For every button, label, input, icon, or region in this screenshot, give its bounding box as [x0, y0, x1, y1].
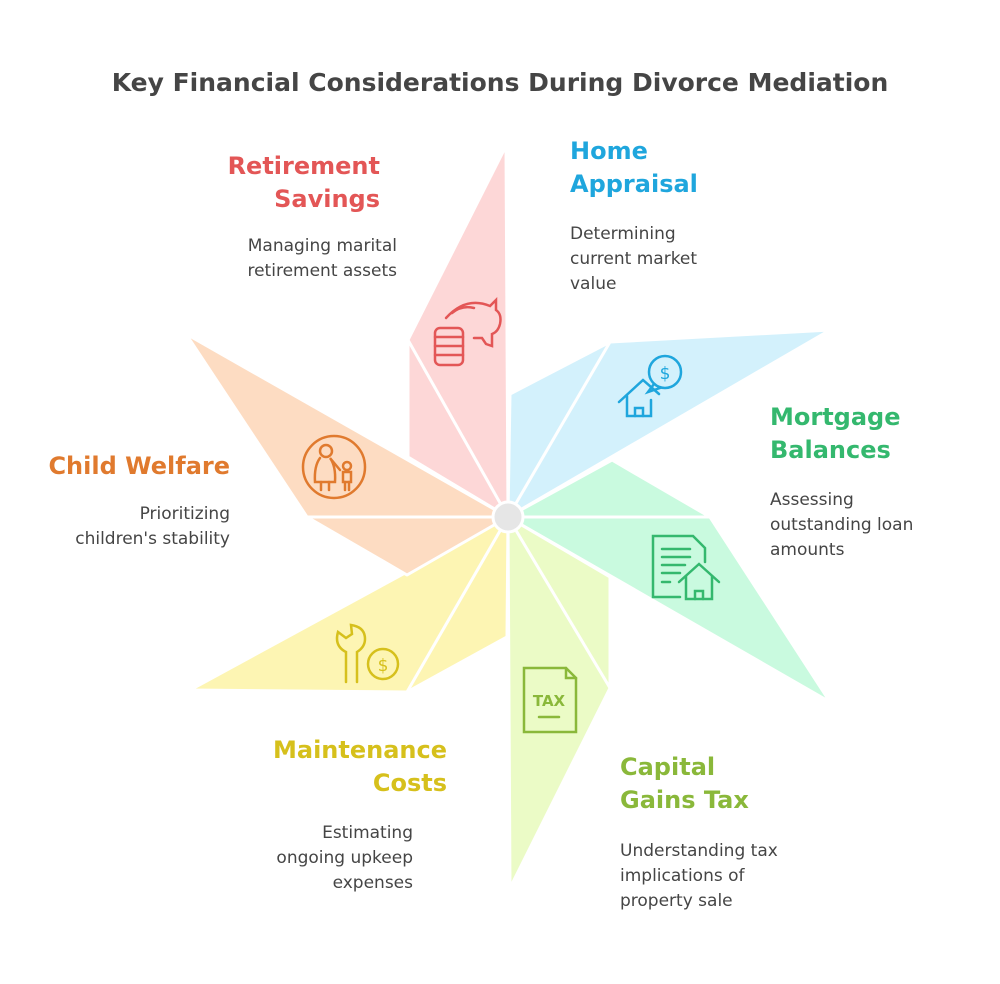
heading-line: Balances [770, 436, 891, 464]
crease-line [406, 339, 510, 518]
description-line: ongoing upkeep [276, 848, 413, 868]
piggy-bank-coins-icon [433, 296, 502, 367]
svg-text:$: $ [378, 656, 389, 676]
heading-capital-gains-tax: Capital Gains Tax [620, 751, 749, 817]
description-line: children's stability [75, 529, 230, 549]
document-house-icon [651, 534, 721, 601]
heading-maintenance-costs: Maintenance Costs [273, 734, 447, 800]
heading-line: Appraisal [570, 170, 698, 198]
heading-line: Maintenance [272, 736, 447, 764]
heading-line: Retirement [227, 152, 380, 180]
description-line: retirement assets [247, 261, 397, 281]
heading-home-appraisal: Home Appraisal [570, 135, 698, 201]
description-line: amounts [770, 540, 845, 560]
heading-line: Costs [372, 769, 447, 797]
heading-line: Savings [274, 185, 380, 213]
parent-child-icon [301, 434, 367, 500]
diagram-title: Key Financial Considerations During Divo… [111, 68, 889, 97]
heading-mortgage-balances: Mortgage Balances [770, 401, 901, 467]
svg-text:TAX: TAX [533, 692, 566, 710]
description-capital-gains-tax: Understanding tax implications of proper… [620, 839, 778, 914]
heading-line: Mortgage [770, 403, 901, 431]
crease-line [506, 341, 612, 518]
heading-line: Capital [620, 753, 716, 781]
heading-child-welfare: Child Welfare [48, 450, 230, 483]
description-maintenance-costs: Estimating ongoing upkeep expenses [276, 821, 413, 896]
house-dollar-icon: $ [617, 354, 683, 418]
description-mortgage-balances: Assessing outstanding loan amounts [770, 488, 913, 563]
description-line: Estimating [322, 823, 413, 843]
description-line: value [570, 274, 617, 294]
heading-line: Child Welfare [48, 452, 230, 480]
description-line: property sale [620, 891, 733, 911]
heading-line: Home [570, 137, 648, 165]
description-line: expenses [332, 873, 413, 893]
heading-retirement-savings: Retirement Savings [228, 150, 380, 216]
crease-line [506, 516, 612, 689]
description-line: outstanding loan [770, 515, 914, 535]
description-retirement-savings: Managing marital retirement assets [247, 234, 397, 284]
tax-document-icon: TAX [522, 666, 578, 734]
heading-line: Gains Tax [620, 786, 749, 814]
petal-retirement-savings [406, 144, 510, 519]
description-line: implications of [620, 866, 745, 886]
description-line: Determining [570, 224, 676, 244]
description-line: Prioritizing [139, 504, 230, 524]
description-line: current market [570, 249, 698, 269]
description-home-appraisal: Determining current market value [570, 222, 697, 297]
center-hub [491, 500, 525, 534]
description-child-welfare: Prioritizing children's stability [75, 502, 230, 552]
description-line: Managing marital [247, 236, 397, 256]
crease-line [405, 516, 510, 693]
svg-text:$: $ [660, 364, 671, 384]
wrench-dollar-icon: $ [335, 623, 400, 684]
description-line: Assessing [770, 490, 854, 510]
description-line: Understanding tax [620, 841, 778, 861]
